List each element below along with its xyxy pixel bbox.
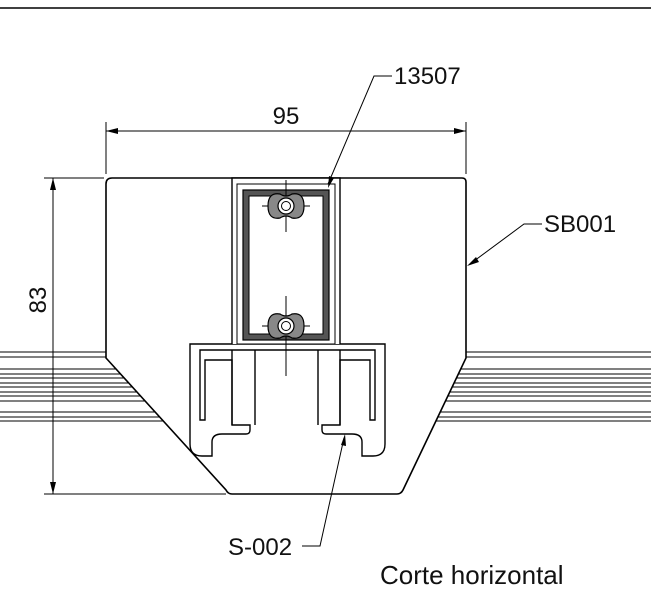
callout-sb001-leader <box>467 223 542 266</box>
callout-sb001-label: SB001 <box>544 211 616 238</box>
callout-13507-label: 13507 <box>394 63 461 90</box>
callout-13507-leader <box>327 75 392 188</box>
upper-screw <box>262 180 310 232</box>
callout-s002-label: S-002 <box>228 534 292 561</box>
s002-rail-profile <box>189 343 386 457</box>
drawing-caption: Corte horizontal <box>380 560 564 590</box>
width-dimension <box>105 122 467 174</box>
height-dimension <box>44 177 226 495</box>
callout-s002-leader <box>302 434 346 547</box>
width-dimension-label: 95 <box>273 103 300 130</box>
lower-screw <box>262 296 310 376</box>
height-dimension-label: 83 <box>25 287 52 314</box>
